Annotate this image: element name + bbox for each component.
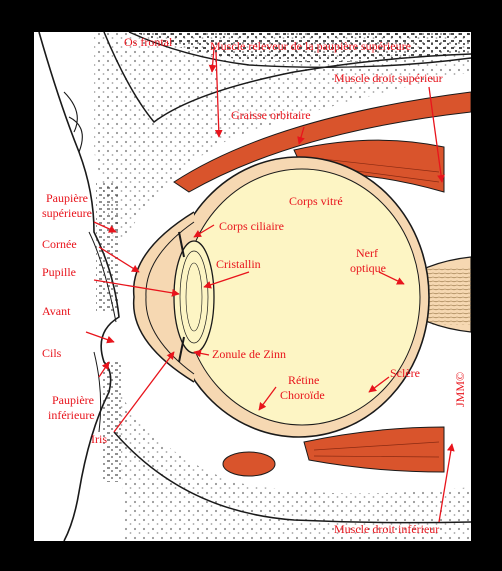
label-paupiere-inferieure-2: inférieure — [48, 408, 95, 422]
diagram-panel: Os frontal Muscle releveur de la paupièr… — [34, 32, 471, 541]
label-iris: Iris — [91, 432, 107, 446]
label-paupiere-superieure-1: Paupière — [46, 191, 88, 205]
label-nerf-1: Nerf — [356, 246, 378, 260]
label-zonule: Zonule de Zinn — [212, 347, 286, 361]
signature: JMM© — [453, 372, 467, 407]
label-cristallin: Cristallin — [216, 257, 261, 271]
label-retine: Rétine — [288, 373, 319, 387]
label-corps-ciliaire: Corps ciliaire — [219, 219, 284, 233]
label-sclere: Sclère — [390, 366, 420, 380]
label-muscle-droit-superieur: Muscle droit supérieur — [334, 71, 443, 85]
label-cornee: Cornée — [42, 237, 77, 251]
label-os-frontal: Os frontal — [124, 35, 173, 49]
label-corps-vitre: Corps vitré — [289, 194, 343, 208]
label-pupille: Pupille — [42, 265, 76, 279]
label-cils: Cils — [42, 346, 62, 360]
eye-anatomy-diagram: Os frontal Muscle releveur de la paupièr… — [34, 32, 471, 541]
label-muscle-droit-inferieur: Muscle droit inférieur — [334, 522, 439, 536]
label-muscle-releveur: Muscle releveur de la paupière supérieur… — [210, 39, 411, 53]
label-paupiere-superieure-2: supérieure — [42, 206, 92, 220]
lower-muscle — [223, 427, 444, 476]
label-paupiere-inferieure-1: Paupière — [52, 393, 94, 407]
label-graisse-orbitaire: Graisse orbitaire — [231, 108, 311, 122]
label-nerf-2: optique — [350, 261, 386, 275]
label-choroide: Choroïde — [280, 388, 325, 402]
label-avant: Avant — [42, 304, 71, 318]
